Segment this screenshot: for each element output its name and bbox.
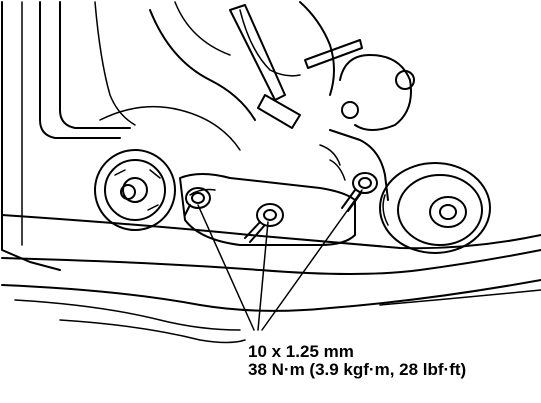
tensioner-housing	[319, 54, 415, 201]
bolt-right	[341, 172, 378, 212]
upper-casting	[99, 1, 363, 151]
mount-bracket	[179, 173, 356, 246]
callout-leaders	[197, 189, 363, 331]
subframe-rails	[1, 214, 541, 344]
right-idler-pulley	[379, 162, 491, 254]
bolt-size-label: 10 x 1.25 mm	[248, 342, 354, 361]
engine-block-left	[1, 1, 136, 271]
bolt-left	[184, 187, 211, 216]
torque-spec-label: 38 N·m (3.9 kgf·m, 28 lbf·ft)	[248, 360, 467, 379]
left-idler-pulley	[94, 149, 176, 231]
